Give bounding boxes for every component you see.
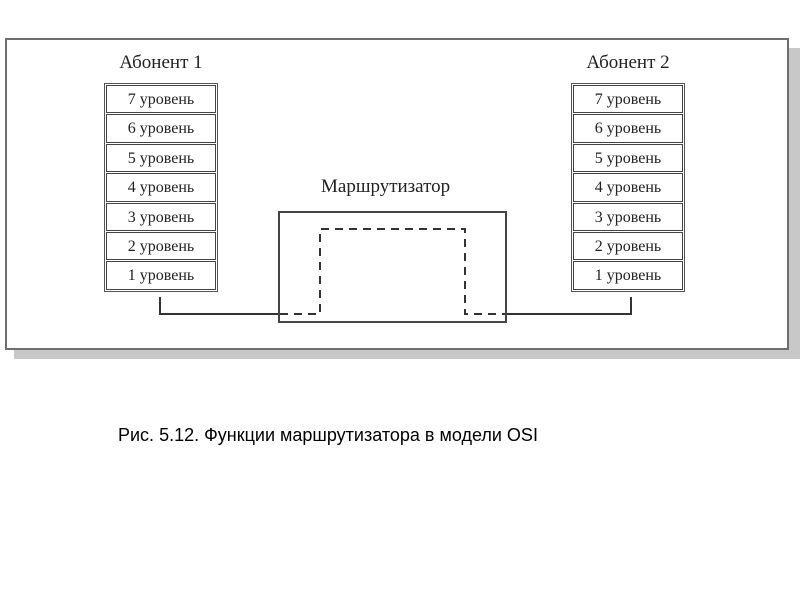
subscriber-1-layers: 7 уровень 6 уровень 5 уровень 4 уровень … [104, 83, 218, 292]
layer-2: 2 уровень [106, 231, 216, 261]
subscriber-1-stack: Абонент 1 7 уровень 6 уровень 5 уровень … [104, 52, 218, 292]
subscriber-1-title: Абонент 1 [119, 52, 203, 73]
left-link-line [159, 297, 278, 315]
layer-6: 6 уровень [573, 114, 683, 143]
layer-1: 1 уровень [106, 261, 216, 290]
router-title: Маршрутизатор [321, 176, 451, 197]
layer-4: 4 уровень [573, 173, 683, 202]
right-link-line [507, 297, 632, 315]
layer-3: 3 уровень [573, 202, 683, 231]
layer-5: 5 уровень [573, 143, 683, 173]
layer-3: 3 уровень [106, 202, 216, 231]
subscriber-2-title: Абонент 2 [586, 52, 670, 73]
figure-caption: Рис. 5.12. Функции маршрутизатора в моде… [118, 425, 538, 445]
layer-4: 4 уровень [106, 173, 216, 202]
layer-1: 1 уровень [573, 261, 683, 290]
subscriber-2-layers: 7 уровень 6 уровень 5 уровень 4 уровень … [571, 83, 685, 292]
layer-7: 7 уровень [573, 85, 683, 114]
layer-6: 6 уровень [106, 114, 216, 143]
subscriber-2-stack: Абонент 2 7 уровень 6 уровень 5 уровень … [571, 52, 685, 292]
layer-5: 5 уровень [106, 143, 216, 173]
router-dashed-path [280, 228, 505, 315]
layer-2: 2 уровень [573, 231, 683, 261]
layer-7: 7 уровень [106, 85, 216, 114]
